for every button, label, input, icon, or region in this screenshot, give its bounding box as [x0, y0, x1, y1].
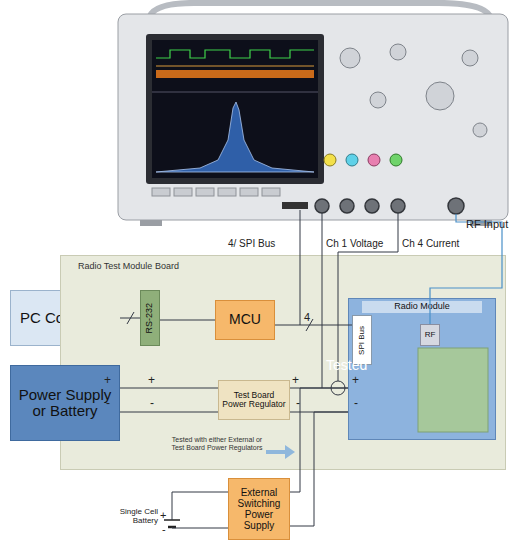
polarity-sign: - [150, 397, 154, 410]
scope-bezel [146, 34, 324, 184]
knob [426, 82, 454, 110]
channel-button [368, 154, 380, 166]
knob [340, 48, 360, 68]
polarity-sign: - [162, 523, 166, 535]
bnc-connector [391, 199, 405, 213]
bnc-connectors [315, 198, 464, 214]
bnc-connector [315, 199, 329, 213]
mcu-box: MCU [215, 300, 275, 340]
port-label: RF Input [466, 218, 508, 230]
module-box: Radio ModuleSPI Bus RF [348, 298, 496, 440]
knob [370, 92, 386, 108]
channel-button [390, 154, 402, 166]
polarity-sign: + [352, 374, 359, 387]
node-text: Radio Test Module Board [75, 262, 182, 272]
node-text: SPI Bus [358, 326, 367, 355]
soft-button [218, 188, 236, 196]
node-text: Power Supply or Battery [11, 387, 119, 420]
scope-foot [140, 220, 162, 226]
node-text: RF [422, 331, 439, 340]
channel-button [324, 154, 336, 166]
board-panel: Radio Test Module BoardRS-232 MCU Radio Mo… [60, 255, 506, 470]
signal-label: Ch 1 Voltage [326, 238, 383, 249]
supply-box: Power Supply or Battery [10, 365, 120, 441]
signal-label: Ch 4 Current [402, 238, 459, 249]
battery-plate [168, 526, 176, 529]
signal-label: 4/ SPI Bus [228, 238, 275, 249]
soft-button [240, 188, 258, 196]
spectrum-trace [156, 102, 314, 172]
polarity-sign: + [160, 509, 166, 521]
note-text: Tested with either External or Test Boar… [170, 436, 264, 451]
channel-button [346, 154, 358, 166]
supply-box: External Switching Power Supply [228, 478, 290, 540]
screen-buttons [152, 188, 280, 196]
polarity-sign: - [106, 397, 110, 410]
bus-trace-line [156, 66, 314, 67]
part-label: Single Cell Battery [106, 508, 158, 526]
bnc-connector [340, 199, 354, 213]
node-text: RS-232 [145, 303, 155, 334]
polarity-sign: + [148, 374, 155, 387]
scope-body [118, 14, 508, 220]
polarity-sign: - [354, 397, 358, 410]
node-text: Radio Module [362, 301, 482, 313]
rf-box: RF [420, 324, 440, 346]
soft-button [174, 188, 192, 196]
knob [390, 44, 406, 60]
watermark-text: Tested [326, 358, 367, 373]
bus-trace [156, 70, 314, 78]
regulator-box: Test Board Power Regulator [218, 380, 290, 420]
interface-box: RS-232 [140, 290, 160, 346]
knob [462, 50, 478, 66]
polarity-sign: + [292, 374, 299, 387]
node-text: External Switching Power Supply [229, 487, 289, 531]
scope-screen [152, 40, 318, 178]
bus-width-label: 4 [304, 311, 310, 323]
battery-wire [172, 527, 228, 528]
polarity-sign: - [296, 397, 300, 410]
screen-divider [152, 92, 318, 93]
node-text: MCU [226, 312, 264, 327]
soft-button [196, 188, 214, 196]
soft-button [262, 188, 280, 196]
digital-trace [156, 50, 314, 58]
bnc-connector [365, 199, 379, 213]
rf-connector [448, 198, 464, 214]
soft-button [152, 188, 170, 196]
battery-wire [172, 492, 228, 520]
digital-input-port [282, 202, 308, 209]
polarity-sign: + [104, 374, 111, 387]
node-text: Test Board Power Regulator [219, 391, 289, 410]
knob [473, 123, 487, 137]
scope-knobs [340, 44, 487, 137]
